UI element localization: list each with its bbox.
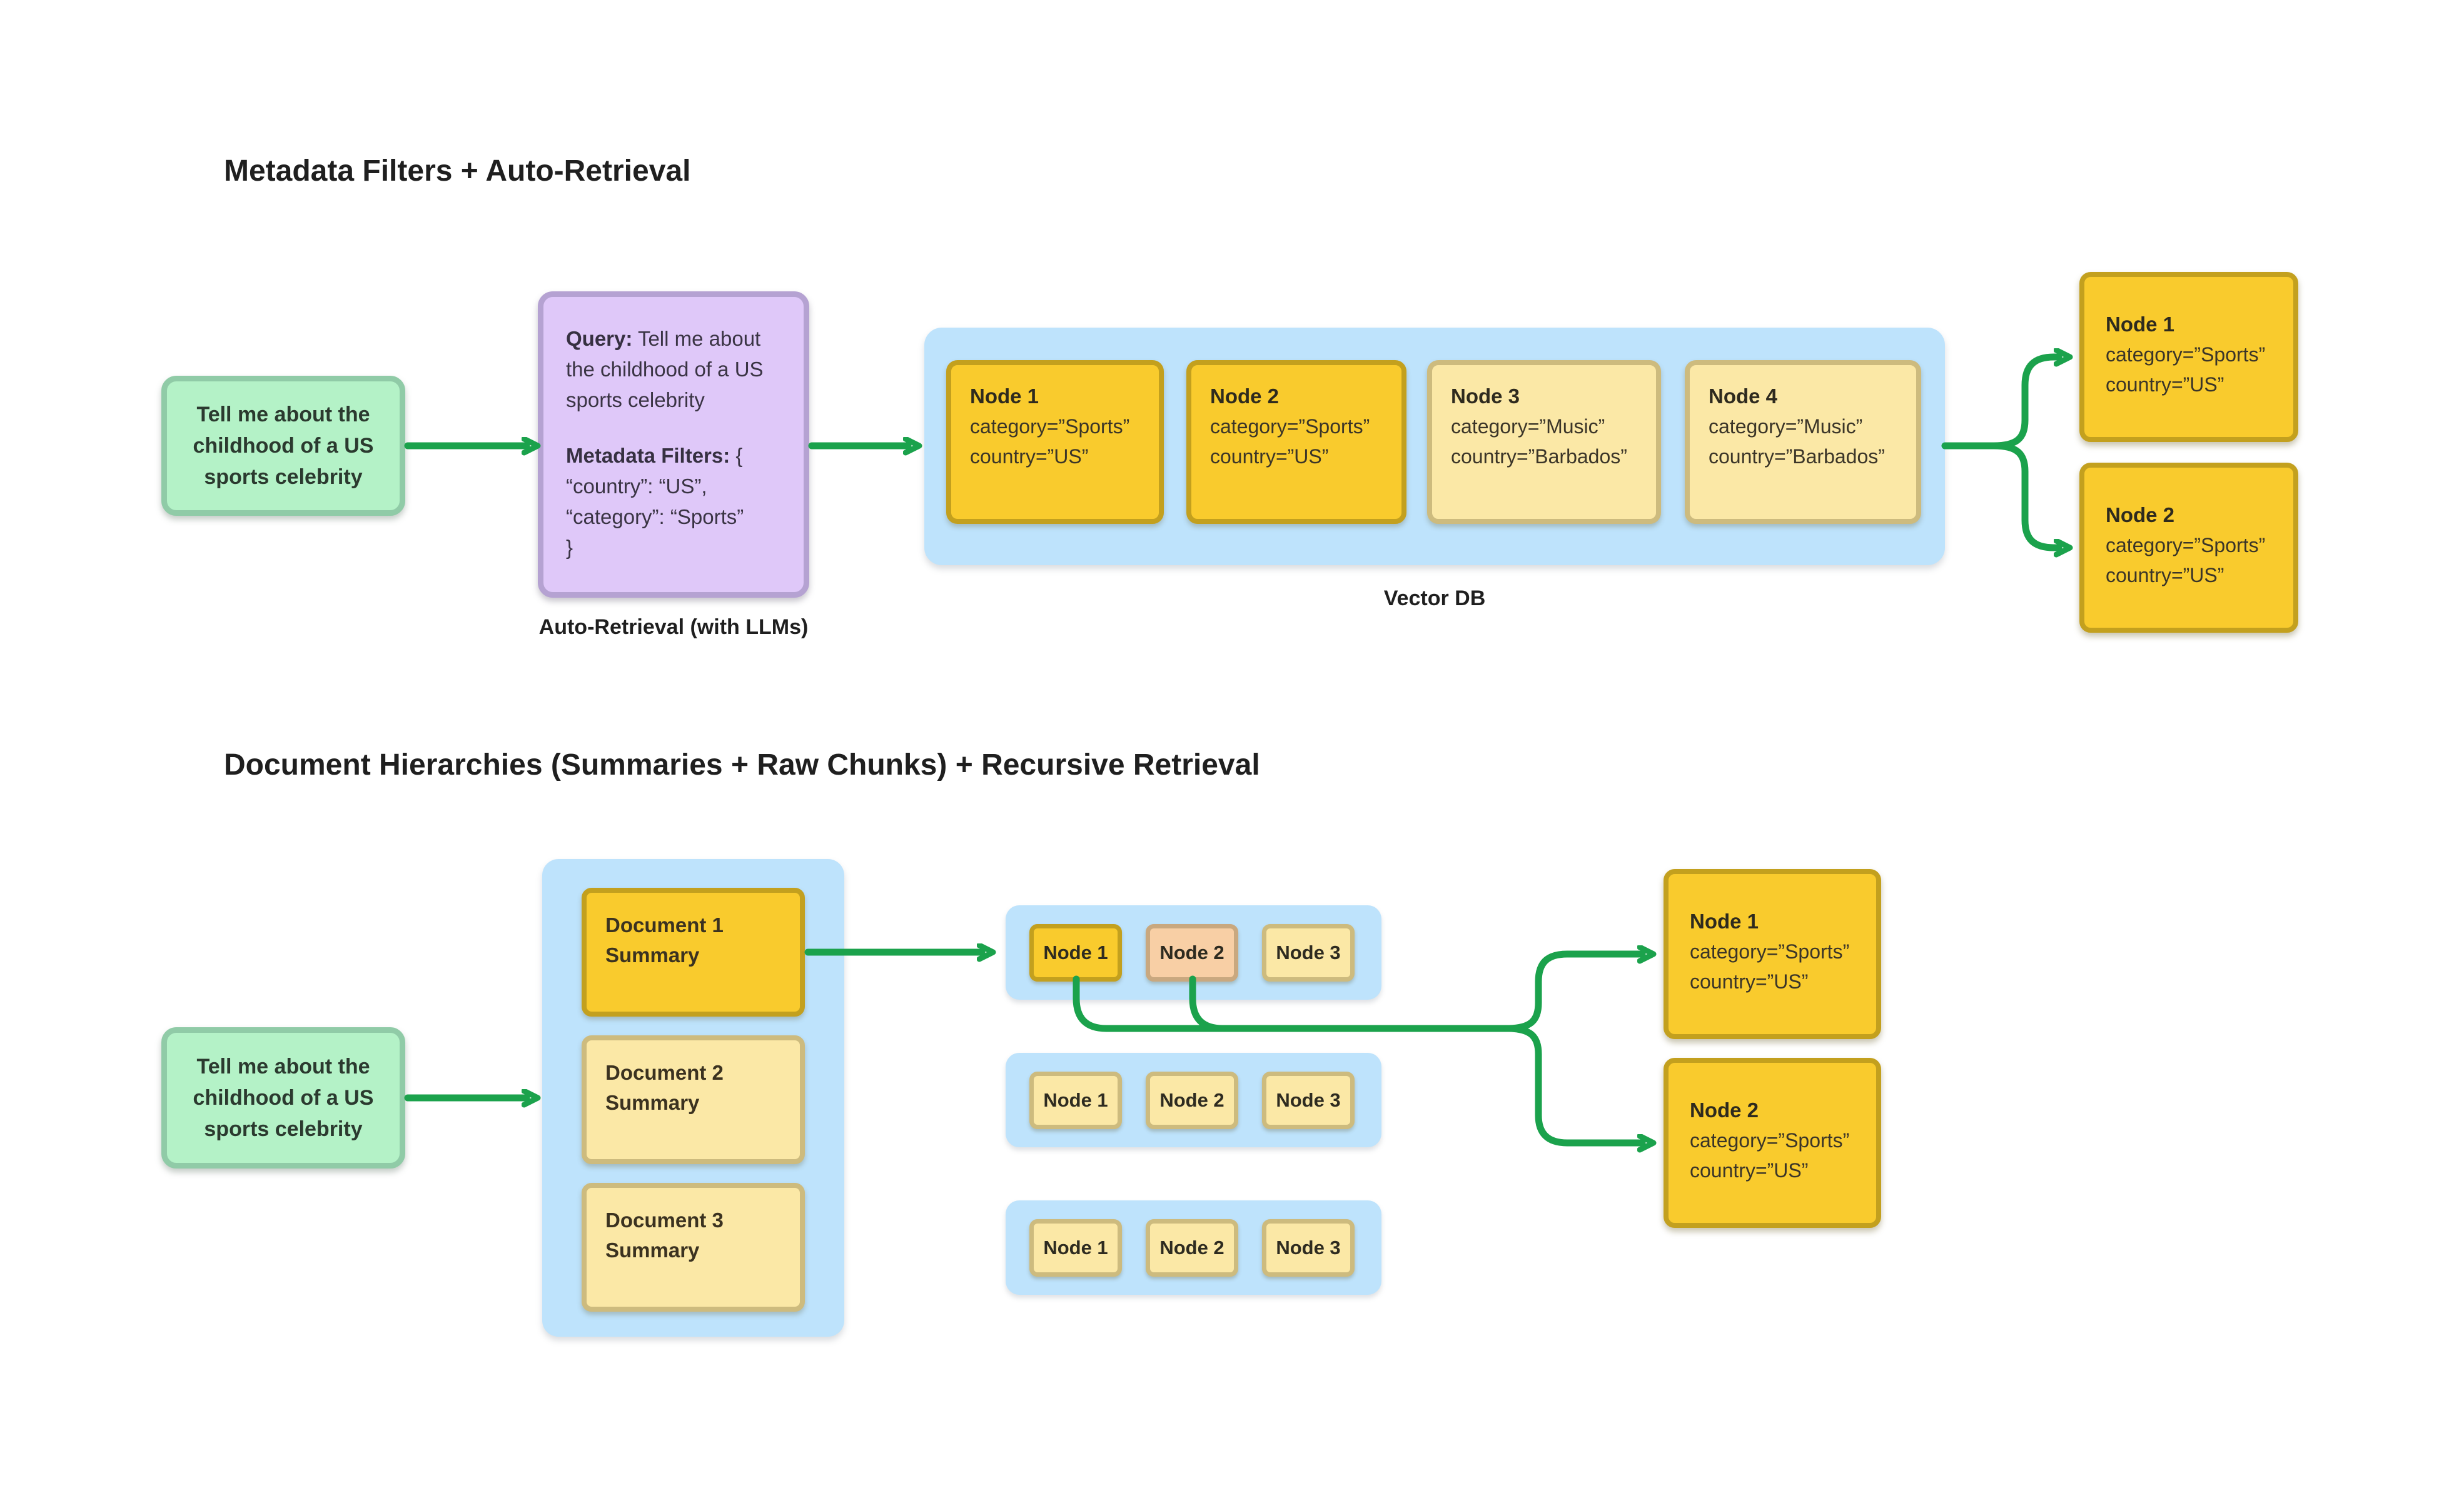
vector-db-node-2: Node 2 category=”Sports” country=”US”: [1186, 360, 1406, 524]
metadata-filters-line: Metadata Filters: {: [566, 440, 782, 471]
query-text: Tell me about: [637, 327, 761, 350]
result-node-2: Node 2 category=”Sports” country=”US”: [2079, 463, 2298, 633]
chunk-row-1-node-2: Node 2: [1146, 924, 1238, 982]
query-box-2: Tell me about the childhood of a US spor…: [161, 1027, 405, 1169]
node-attr: category=”Sports”: [1210, 415, 1370, 438]
node-title: Node 1: [1690, 910, 1759, 933]
auto-retrieval-box: Query: Tell me about the childhood of a …: [538, 291, 809, 598]
node-attr: category=”Music”: [1709, 415, 1863, 438]
document-title: Document 1: [605, 913, 724, 937]
query-box-2-line: Tell me about the: [196, 1055, 370, 1078]
chunk-row-3-node-3: Node 3: [1262, 1219, 1355, 1277]
document-title: Document 3: [605, 1209, 724, 1232]
document-1-summary: Document 1 Summary: [582, 888, 805, 1017]
node-attr: country=”Barbados”: [1709, 445, 1885, 468]
chunk-row-3-node-2: Node 2: [1146, 1219, 1238, 1277]
vector-db-node-1: Node 1 category=”Sports” country=”US”: [946, 360, 1164, 524]
retrieval-query-line: Query: Tell me about: [566, 323, 782, 354]
node-attr: country=”US”: [1690, 1159, 1809, 1182]
node-title: Node 3: [1451, 385, 1520, 408]
fork-up-to-node1: [1990, 357, 2059, 450]
vector-db-node-4: Node 4 category=”Music” country=”Barbado…: [1685, 360, 1921, 524]
query-box-1-line: sports celebrity: [204, 465, 363, 489]
chunk-row-2-node-1: Node 1: [1029, 1072, 1122, 1129]
chunk-row-1-node-1: Node 1: [1029, 924, 1122, 982]
metadata-filters-line: “country”: “US”,: [566, 475, 707, 498]
chunk-row-1-node-3: Node 3: [1262, 924, 1355, 982]
document-title: Document 2: [605, 1061, 724, 1084]
document-2-summary: Document 2 Summary: [582, 1035, 805, 1164]
node-attr: country=”US”: [2106, 373, 2224, 396]
node-attr: country=”US”: [2106, 564, 2224, 586]
chunk-row-3-node-1: Node 1: [1029, 1219, 1122, 1277]
node-title: Node 2: [2106, 503, 2175, 526]
node-attr: country=”US”: [970, 445, 1089, 468]
document-3-summary: Document 3 Summary: [582, 1183, 805, 1312]
fork-down-to-node2: [1990, 442, 2059, 548]
chunk-row-2-node-3: Node 3: [1262, 1072, 1355, 1129]
metadata-filters-line: }: [566, 536, 573, 559]
section2-title: Document Hierarchies (Summaries + Raw Ch…: [224, 748, 1260, 782]
node-attr: country=”Barbados”: [1451, 445, 1627, 468]
node-title: Node 1: [970, 385, 1039, 408]
node-title: Node 2: [1690, 1098, 1759, 1122]
document-subtitle: Summary: [605, 1091, 700, 1114]
node-attr: category=”Music”: [1451, 415, 1605, 438]
recursive-result-node-2: Node 2 category=”Sports” country=”US”: [1664, 1058, 1881, 1228]
document-subtitle: Summary: [605, 1239, 700, 1262]
node-title: Node 2: [1210, 385, 1280, 408]
metadata-filters-line: “category”: “Sports”: [566, 505, 744, 528]
node-title: Node 1: [2106, 313, 2175, 336]
query-box-1-line: Tell me about the: [196, 403, 370, 426]
query-label: Query:: [566, 327, 633, 350]
node-attr: category=”Sports”: [2106, 343, 2266, 366]
retrieval-query-line: sports celebrity: [566, 388, 705, 411]
auto-retrieval-caption: Auto-Retrieval (with LLMs): [538, 615, 809, 639]
document-subtitle: Summary: [605, 943, 700, 967]
chunk-row-2-node-2: Node 2: [1146, 1072, 1238, 1129]
query-box-1: Tell me about the childhood of a US spor…: [161, 376, 405, 516]
node-attr: country=”US”: [1210, 445, 1329, 468]
node-title: Node 4: [1709, 385, 1778, 408]
node-attr: category=”Sports”: [970, 415, 1130, 438]
query-box-1-line: childhood of a US: [193, 434, 374, 458]
fork2-down-to-node2: [1503, 1025, 1642, 1143]
node-attr: category=”Sports”: [1690, 1129, 1850, 1152]
retrieval-query-line: the childhood of a US: [566, 358, 764, 381]
node-attr: category=”Sports”: [2106, 534, 2266, 556]
node-attr: category=”Sports”: [1690, 940, 1850, 963]
fork2-up-to-node1: [1503, 954, 1642, 1032]
section1-title: Metadata Filters + Auto-Retrieval: [224, 154, 691, 188]
recursive-result-node-1: Node 1 category=”Sports” country=”US”: [1664, 869, 1881, 1039]
vector-db-node-3: Node 3 category=”Music” country=”Barbado…: [1427, 360, 1661, 524]
filters-open-brace: {: [735, 444, 743, 467]
spacer: [566, 415, 782, 440]
vector-db-caption: Vector DB: [1383, 586, 1486, 610]
filters-label: Metadata Filters:: [566, 444, 730, 467]
result-node-1: Node 1 category=”Sports” country=”US”: [2079, 272, 2298, 442]
query-box-2-line: sports celebrity: [204, 1117, 363, 1141]
node-attr: country=”US”: [1690, 970, 1809, 993]
query-box-2-line: childhood of a US: [193, 1086, 374, 1110]
